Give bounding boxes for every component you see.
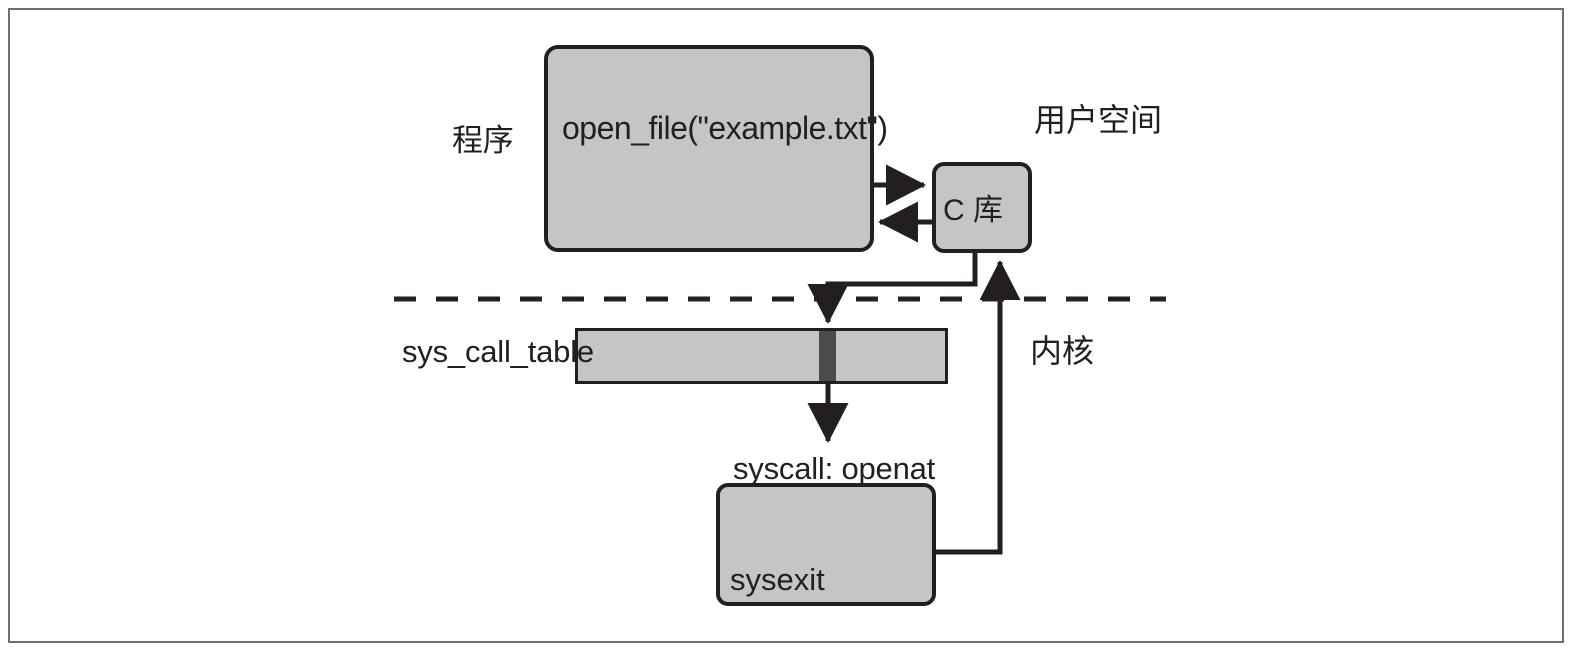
syscall-openat-label: syscall: openat xyxy=(733,451,936,486)
sys-call-table-slot xyxy=(819,331,836,381)
sysexit-box-text: sysexit xyxy=(730,562,825,597)
program-box xyxy=(544,45,874,252)
c-library-box-text: C 库 xyxy=(943,194,1003,227)
user-space-label: 用户空间 xyxy=(1034,102,1163,138)
sys-call-table-box xyxy=(575,328,948,384)
c-library-box xyxy=(932,162,1032,253)
program-box-text: open_file("example.txt") xyxy=(562,110,888,146)
kernel-label: 内核 xyxy=(1030,333,1095,369)
edge-sysexit-to-clib xyxy=(936,259,1021,555)
sys-call-table-label: sys_call_table xyxy=(402,334,594,369)
edge-clib-to-sys-call-table xyxy=(807,253,978,325)
program-side-label: 程序 xyxy=(452,123,514,158)
sysexit-box xyxy=(716,483,936,606)
